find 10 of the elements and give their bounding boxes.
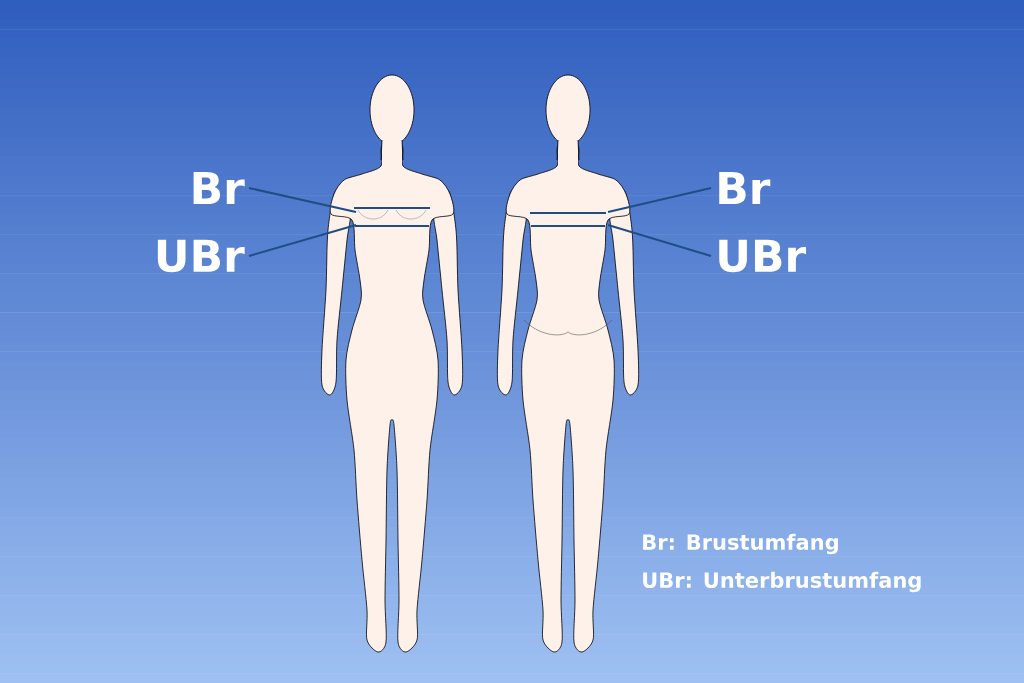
leader-line [607,224,712,257]
legend-text: Br: Brustumfang [643,533,838,555]
leader-line [607,187,712,213]
leader-line [248,224,357,257]
measure-label: Br [193,171,245,205]
measure-label: UBr [157,239,245,273]
measure-label: Br [719,171,771,205]
leader-line [248,187,357,213]
legend-text: UBr: Unterbrustumfang [643,571,921,593]
measure-label: UBr [719,239,807,273]
